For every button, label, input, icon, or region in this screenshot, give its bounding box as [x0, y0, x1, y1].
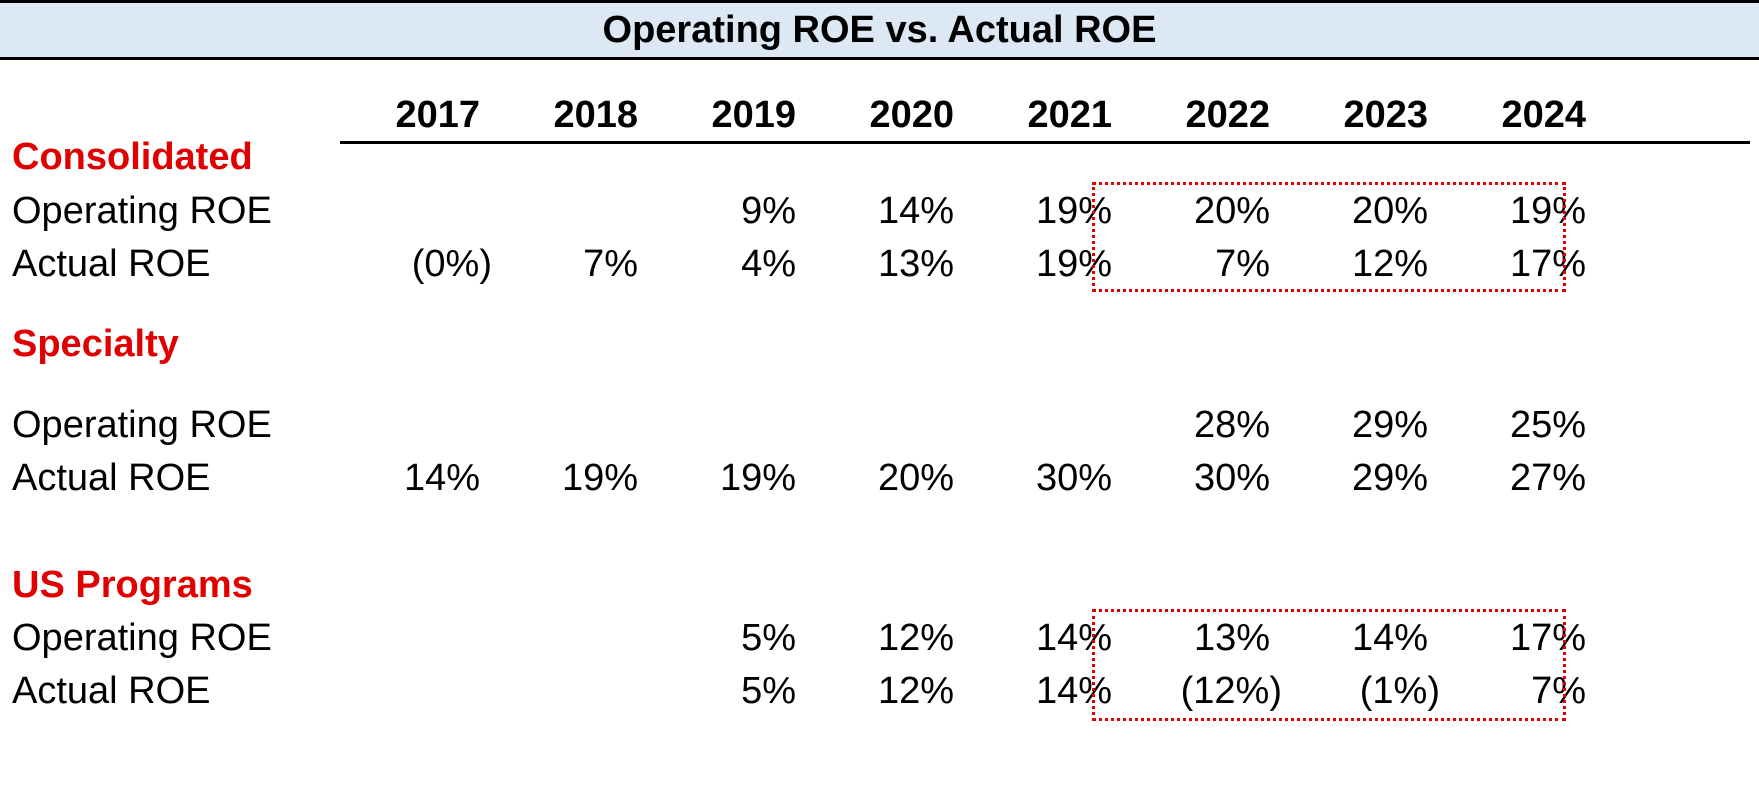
year-header: 2021	[1027, 94, 1112, 136]
year-header: 2017	[395, 94, 480, 136]
table-cell: (0%)	[411, 243, 492, 285]
row-label: Operating ROE	[12, 617, 272, 659]
table-cell: 29%	[1351, 404, 1428, 446]
table-cell: (1%)	[1359, 670, 1440, 712]
table-cell: 14%	[877, 190, 954, 232]
table-cell: 25%	[1509, 404, 1586, 446]
table-title: Operating ROE vs. Actual ROE	[0, 0, 1759, 60]
row-label: Actual ROE	[12, 670, 211, 712]
table-cell: 14%	[1351, 617, 1428, 659]
table-cell: 28%	[1193, 404, 1270, 446]
highlight-box-consolidated	[1092, 182, 1566, 292]
table-cell: 30%	[1193, 457, 1270, 499]
table-cell: 19%	[1035, 190, 1112, 232]
table-cell: 19%	[561, 457, 638, 499]
row-label: Actual ROE	[12, 457, 211, 499]
table-cell: 20%	[1193, 190, 1270, 232]
highlight-box-us-programs	[1092, 609, 1566, 721]
table-cell: 12%	[877, 617, 954, 659]
table-cell: 19%	[1035, 243, 1112, 285]
table-cell: 30%	[1035, 457, 1112, 499]
section-label-specialty: Specialty	[12, 323, 179, 365]
table-cell: 17%	[1509, 617, 1586, 659]
row-label: Operating ROE	[12, 404, 272, 446]
table-cell: 7%	[583, 243, 638, 285]
table-cell: 27%	[1509, 457, 1586, 499]
table-cell: 5%	[741, 617, 796, 659]
table-cell: 7%	[1215, 243, 1270, 285]
table-cell: (12%)	[1180, 670, 1282, 712]
row-label: Actual ROE	[12, 243, 211, 285]
section-label-consolidated: Consolidated	[12, 136, 253, 178]
table-cell: 14%	[1035, 670, 1112, 712]
table-cell: 7%	[1531, 670, 1586, 712]
table-cell: 14%	[1035, 617, 1112, 659]
table-cell: 5%	[741, 670, 796, 712]
table-cell: 19%	[1509, 190, 1586, 232]
table-cell: 13%	[1193, 617, 1270, 659]
year-header-row: 2017 2018 2019 2020 2021 2022 2023 2024	[340, 88, 1750, 144]
year-header: 2023	[1343, 94, 1428, 136]
section-label-us-programs: US Programs	[12, 564, 253, 606]
year-header: 2022	[1185, 94, 1270, 136]
year-header: 2020	[869, 94, 954, 136]
table-cell: 29%	[1351, 457, 1428, 499]
table-cell: 20%	[1351, 190, 1428, 232]
table-cell: 17%	[1509, 243, 1586, 285]
year-header: 2018	[553, 94, 638, 136]
table-cell: 12%	[877, 670, 954, 712]
table-cell: 9%	[741, 190, 796, 232]
table-cell: 19%	[719, 457, 796, 499]
table-cell: 12%	[1351, 243, 1428, 285]
table-cell: 14%	[403, 457, 480, 499]
table-cell: 13%	[877, 243, 954, 285]
table-cell: 20%	[877, 457, 954, 499]
year-header: 2019	[711, 94, 796, 136]
table-cell: 4%	[741, 243, 796, 285]
year-header: 2024	[1501, 94, 1586, 136]
row-label: Operating ROE	[12, 190, 272, 232]
